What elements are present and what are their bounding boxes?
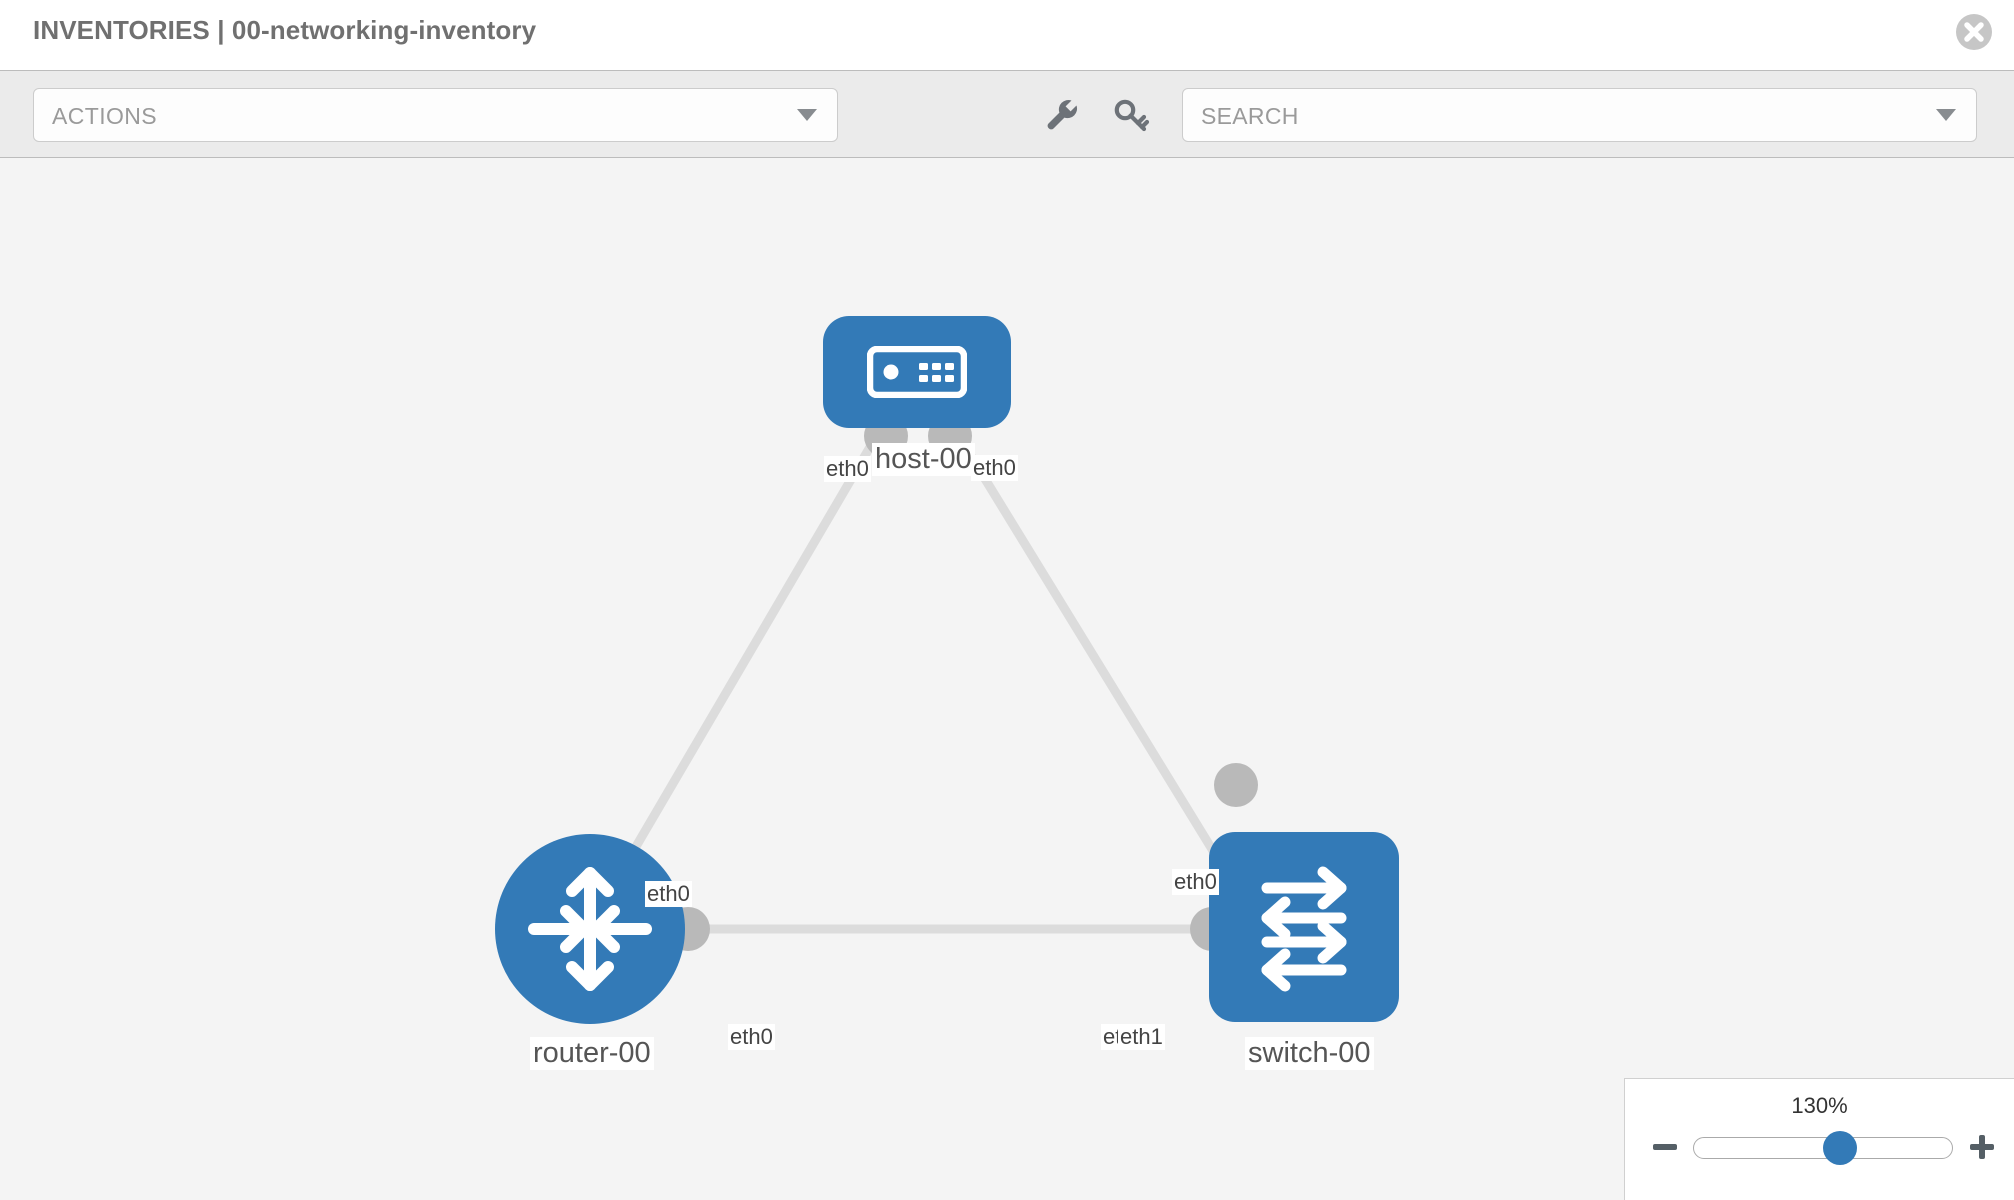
switch-icon [1261, 866, 1347, 992]
zoom-level-value: 130% [1791, 1093, 1848, 1118]
zoom-in-button[interactable] [1964, 1129, 2000, 1165]
port-label-switch-trunk: eth1 [1118, 1024, 1165, 1050]
node-router-00[interactable] [495, 834, 685, 1024]
toolbar: ACTIONS SEARCH [0, 70, 2014, 158]
actions-dropdown-label: ACTIONS [52, 103, 158, 129]
node-label-router-00: router-00 [530, 1037, 654, 1070]
node-label-host-00: host-00 [872, 443, 975, 476]
link-host-switch [951, 427, 1249, 906]
port-connectors [666, 414, 1258, 951]
node-host-00[interactable] [823, 316, 1011, 428]
search-placeholder: SEARCH [1201, 103, 1299, 129]
search-input[interactable]: SEARCH [1182, 88, 1977, 142]
port-label-host-right: eth0 [971, 455, 1018, 481]
zoom-control-panel: 130% [1624, 1078, 2014, 1200]
zoom-slider[interactable] [1693, 1131, 1953, 1165]
port-label-router-uplink: eth0 [645, 881, 692, 907]
link-host-router [596, 427, 884, 911]
connector-switch-uplink [1214, 763, 1258, 807]
close-icon[interactable] [1956, 14, 1992, 50]
router-icon [528, 867, 652, 991]
chevron-down-icon [797, 109, 817, 121]
page-title: INVENTORIES | 00-networking-inventory [33, 15, 537, 45]
wrench-icon[interactable] [1040, 93, 1084, 137]
chevron-down-icon [1936, 109, 1956, 121]
zoom-slider-handle[interactable] [1822, 1131, 1857, 1165]
port-label-host-left: eth0 [824, 456, 871, 482]
server-icon [867, 346, 967, 398]
node-switch-00[interactable] [1209, 832, 1399, 1022]
actions-dropdown[interactable]: ACTIONS [33, 88, 838, 142]
node-label-switch-00: switch-00 [1245, 1037, 1374, 1070]
topology-canvas[interactable]: host-00 router-00 switch-00 eth0 eth0 et… [0, 158, 2014, 1200]
topology-links [596, 414, 1258, 951]
page-header: INVENTORIES | 00-networking-inventory [0, 0, 2014, 70]
port-label-switch-uplink: eth0 [1172, 869, 1219, 895]
zoom-out-button[interactable] [1647, 1129, 1683, 1165]
port-label-router-trunk: eth0 [728, 1024, 775, 1050]
key-icon[interactable] [1110, 93, 1154, 137]
